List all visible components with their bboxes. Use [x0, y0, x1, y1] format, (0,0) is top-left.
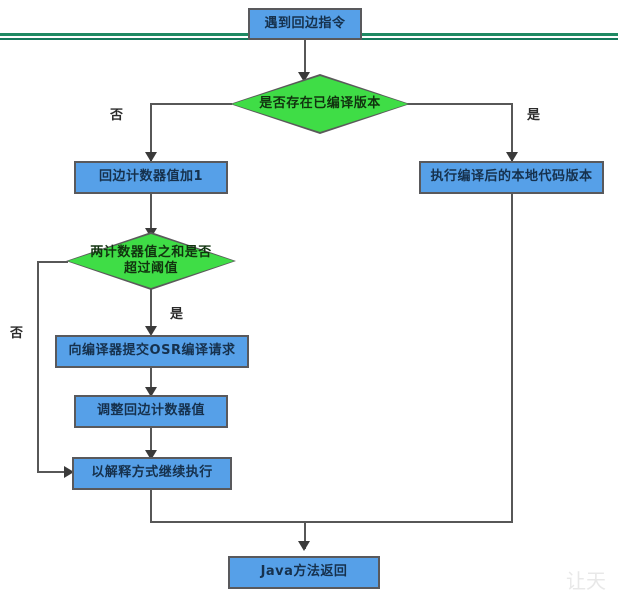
edge-osr-to-adjust-arrow	[145, 387, 157, 397]
edge-label-compiled-yes: 是	[527, 108, 541, 123]
node-submit-osr[interactable]: 向编译器提交OSR编译请求	[55, 335, 249, 368]
edge-compiled-yes-vertical	[511, 103, 513, 161]
node-start[interactable]: 遇到回边指令	[248, 8, 362, 40]
edge-compiled-yes-horizontal	[376, 103, 513, 105]
edge-start-to-decision-compiled-arrow	[298, 72, 310, 82]
edge-threshold-no-horizontal-bottom	[37, 471, 72, 473]
edge-native-to-junction	[511, 194, 513, 523]
edge-junction-to-return-arrow	[298, 541, 310, 551]
edge-compiled-no-vertical	[150, 103, 152, 161]
edge-bottom-junction-bar	[150, 521, 513, 523]
edge-counter-to-threshold	[150, 194, 152, 236]
edge-label-compiled-no: 否	[110, 108, 124, 123]
node-java-return[interactable]: Java方法返回	[228, 556, 380, 589]
edge-threshold-no-vertical	[37, 261, 39, 473]
node-counter-increment-label: 回边计数器值加1	[98, 169, 204, 185]
edge-threshold-yes-arrow	[145, 326, 157, 336]
edge-label-threshold-no: 否	[10, 326, 24, 341]
node-exec-native-label: 执行编译后的本地代码版本	[430, 169, 593, 185]
node-interpret-continue-label: 以解释方式继续执行	[91, 465, 213, 481]
edge-threshold-no-arrow	[64, 466, 74, 478]
node-adjust-counter[interactable]: 调整回边计数器值	[74, 395, 228, 428]
node-adjust-counter-label: 调整回边计数器值	[96, 403, 205, 419]
node-decision-compiled[interactable]: 是否存在已编译版本	[230, 74, 410, 134]
node-interpret-continue[interactable]: 以解释方式继续执行	[72, 457, 232, 490]
node-decision-threshold-label: 两计数器值之和是否 超过阈值	[90, 245, 212, 276]
edge-adjust-to-interpret	[150, 428, 152, 458]
edge-threshold-yes-vertical	[150, 288, 152, 334]
node-counter-increment[interactable]: 回边计数器值加1	[74, 161, 228, 194]
node-submit-osr-label: 向编译器提交OSR编译请求	[68, 343, 236, 359]
edge-threshold-no-horizontal-top	[37, 261, 68, 263]
edge-label-threshold-yes: 是	[170, 307, 184, 322]
edge-adjust-to-interpret-arrow	[145, 450, 157, 460]
edge-osr-to-adjust	[150, 368, 152, 395]
edge-junction-to-return	[304, 521, 306, 549]
edge-compiled-no-arrow	[145, 152, 157, 162]
node-start-label: 遇到回边指令	[264, 15, 346, 31]
edge-compiled-no-horizontal	[150, 103, 232, 105]
edge-start-to-decision-compiled	[304, 40, 306, 80]
node-exec-native[interactable]: 执行编译后的本地代码版本	[419, 161, 604, 194]
node-decision-compiled-label: 是否存在已编译版本	[259, 96, 381, 112]
node-java-return-label: Java方法返回	[260, 564, 348, 580]
edge-compiled-yes-arrow	[506, 152, 518, 162]
edge-interpret-to-junction	[150, 490, 152, 523]
watermark-text: 让天	[566, 569, 606, 593]
node-decision-threshold[interactable]: 两计数器值之和是否 超过阈值	[66, 232, 236, 290]
